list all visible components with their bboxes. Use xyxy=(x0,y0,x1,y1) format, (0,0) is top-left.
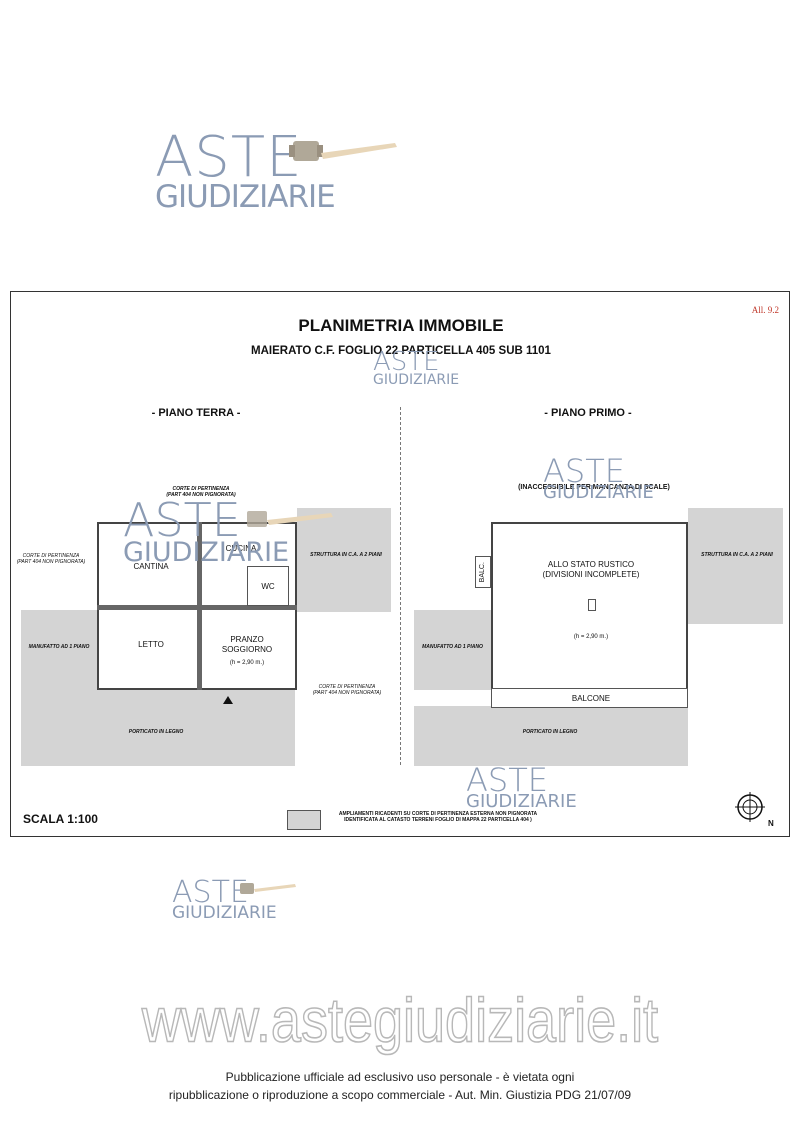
first-height-label: (h = 2,90 m.) xyxy=(573,634,609,640)
legend-text: AMPLIAMENTI RICADENTI SU CORTE DI PERTIN… xyxy=(338,811,538,823)
first-floor-heading: - PIANO PRIMO - xyxy=(544,407,632,419)
watermark-sheet-3: ASTE GIUDIZIARIE xyxy=(543,452,654,503)
watermark-giudiziarie: GIUDIZIARIE xyxy=(155,179,336,215)
balc-label: BALC. xyxy=(478,562,486,583)
watermark-sheet-4: ASTE GIUDIZIARIE xyxy=(466,761,577,812)
ground-corte-top: CORTE DI PERTINENZA(PART 404 NON PIGNORA… xyxy=(166,486,236,498)
first-struttura-label: STRUTTURA IN C.A. A 2 PIANI xyxy=(701,552,773,558)
ground-manufatto-label: MANUFATTO AD 1 PIANO xyxy=(28,644,90,650)
balcone-label: BALCONE xyxy=(571,694,611,703)
gavel-icon-bottom xyxy=(240,883,296,894)
ground-floor-heading: - PIANO TERRA - xyxy=(151,407,241,419)
first-balc-side xyxy=(475,556,491,588)
ground-manufatto-area xyxy=(21,610,97,690)
stair-void xyxy=(588,599,596,611)
room-cantina: CANTINA xyxy=(133,562,169,571)
first-struttura-area xyxy=(688,508,783,624)
footer-line-1: Pubblicazione ufficiale ad esclusivo uso… xyxy=(225,1070,575,1084)
ground-corte-right: CORTE DI PERTINENZA(PART 404 NON PIGNORA… xyxy=(312,684,382,696)
watermark-sheet-1: ASTE GIUDIZIARIE xyxy=(373,347,460,388)
room-letto: LETTO xyxy=(138,640,164,649)
ground-struttura-label: STRUTTURA IN C.A. A 2 PIANI xyxy=(310,552,382,558)
first-manufatto-area xyxy=(414,610,491,690)
rustico-label: ALLO STATO RUSTICO (DIVISIONI INCOMPLETE… xyxy=(542,560,640,579)
room-pranzo-soggiorno: PRANZO SOGGIORNO (h = 2,90 m.) xyxy=(221,635,273,667)
first-manufatto-label: MANUFATTO AD 1 PIANO xyxy=(422,644,483,650)
ground-porticato-area xyxy=(21,690,295,766)
watermark-logo-top: ASTE GIUDIZIARIE xyxy=(155,125,336,215)
watermark-logo-bottom: ASTE GIUDIZIARIE xyxy=(172,875,277,923)
sheet-subtitle: MAIERATO C.F. FOGLIO 22 PARTICELLA 405 S… xyxy=(251,345,551,357)
sheet-title: PLANIMETRIA IMMOBILE xyxy=(298,316,504,335)
watermark-sheet-2: ASTE GIUDIZIARIE xyxy=(123,493,290,568)
floor-plan-sheet: All. 9.2 PLANIMETRIA IMMOBILE MAIERATO C… xyxy=(10,291,790,837)
first-house-outline xyxy=(491,522,688,690)
gavel-icon-sheet xyxy=(247,511,333,527)
first-floor-note: (INACCESSIBILE PER MANCANZA DI SCALE) xyxy=(518,484,670,491)
scale-label: SCALA 1:100 xyxy=(23,812,98,826)
floor-divider xyxy=(400,407,401,765)
site-url-watermark: www.astegiudiziarie.it xyxy=(141,986,659,1057)
ground-corte-left: CORTE DI PERTINENZA(PART 404 NON PIGNORA… xyxy=(16,553,86,565)
north-arrow-icon xyxy=(735,792,765,822)
ground-porticato-label: PORTICATO IN LEGNO xyxy=(128,729,184,735)
first-balcone xyxy=(491,688,688,708)
entrance-arrow-icon xyxy=(223,696,233,704)
first-porticato-label: PORTICATO IN LEGNO xyxy=(522,729,578,735)
room-cucina: CUCINA xyxy=(225,544,257,553)
watermark-aste: ASTE xyxy=(155,125,303,190)
north-label: N xyxy=(768,819,774,828)
room-wc: WC xyxy=(261,582,275,591)
gavel-icon xyxy=(289,141,397,161)
first-porticato-area xyxy=(414,706,688,766)
ground-struttura-area xyxy=(297,508,391,612)
footer-line-2: ripubblicazione o riproduzione a scopo c… xyxy=(168,1088,632,1102)
legend-swatch xyxy=(287,810,321,830)
annex-label: All. 9.2 xyxy=(751,305,779,315)
